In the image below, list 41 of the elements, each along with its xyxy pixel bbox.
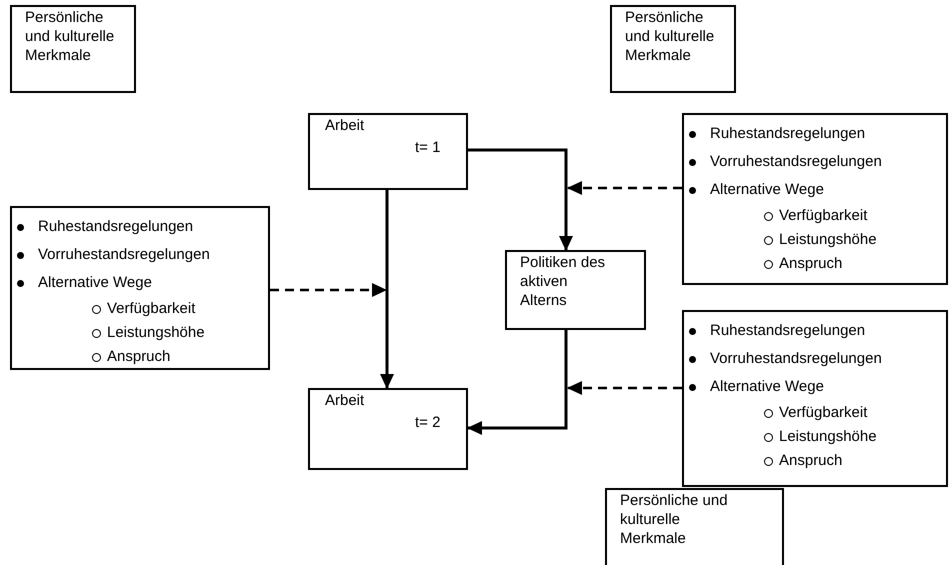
text-box — [505, 250, 646, 330]
list-item: Vorruhestandsregelungen — [710, 348, 882, 369]
text-box — [308, 113, 468, 190]
list-item: Ruhestandsregelungen — [38, 216, 194, 237]
box-title: Arbeit — [325, 392, 364, 410]
arrow — [468, 148, 573, 251]
list-item: Verfügbarkeit — [779, 206, 868, 226]
list-item: Alternative Wege — [710, 180, 824, 200]
list-item: Verfügbarkeit — [779, 402, 868, 423]
list-item: Anspruch — [779, 450, 842, 471]
dashed-arrow — [567, 181, 682, 195]
list-item: Anspruch — [107, 346, 170, 367]
list-item: Anspruch — [779, 254, 842, 274]
dashed-arrow — [567, 381, 682, 395]
time-label: t= 1 — [415, 139, 440, 157]
text-box — [10, 5, 136, 93]
dashed-arrow — [270, 283, 387, 297]
policy-box — [682, 310, 948, 487]
list-item: Alternative Wege — [710, 376, 824, 397]
box-text: Politiken des aktiven Alterns — [520, 253, 606, 310]
list-item: Verfügbarkeit — [107, 298, 196, 319]
text-box — [308, 388, 468, 470]
list-item: Vorruhestandsregelungen — [38, 244, 210, 265]
list-item: Leistungshöhe — [779, 426, 877, 447]
list-item: Leistungshöhe — [779, 230, 877, 250]
text-box — [605, 488, 784, 565]
arrow — [380, 190, 394, 389]
box-text: Persönliche und kulturelle Merkmale — [25, 8, 116, 65]
box-text: Persönliche und kulturelle Merkmale — [625, 8, 716, 65]
list-item: Ruhestandsregelungen — [710, 320, 866, 341]
arrow — [467, 330, 568, 435]
time-label: t= 2 — [415, 414, 440, 432]
list-item: Alternative Wege — [38, 272, 152, 293]
list-item: Leistungshöhe — [107, 322, 205, 343]
text-box — [610, 5, 736, 93]
list-item: Vorruhestandsregelungen — [710, 152, 882, 172]
list-item: Ruhestandsregelungen — [710, 124, 866, 144]
policy-box — [10, 206, 270, 370]
box-text: Persönliche und kulturelle Merkmale — [620, 491, 729, 548]
policy-box — [682, 113, 948, 285]
box-title: Arbeit — [325, 117, 364, 135]
